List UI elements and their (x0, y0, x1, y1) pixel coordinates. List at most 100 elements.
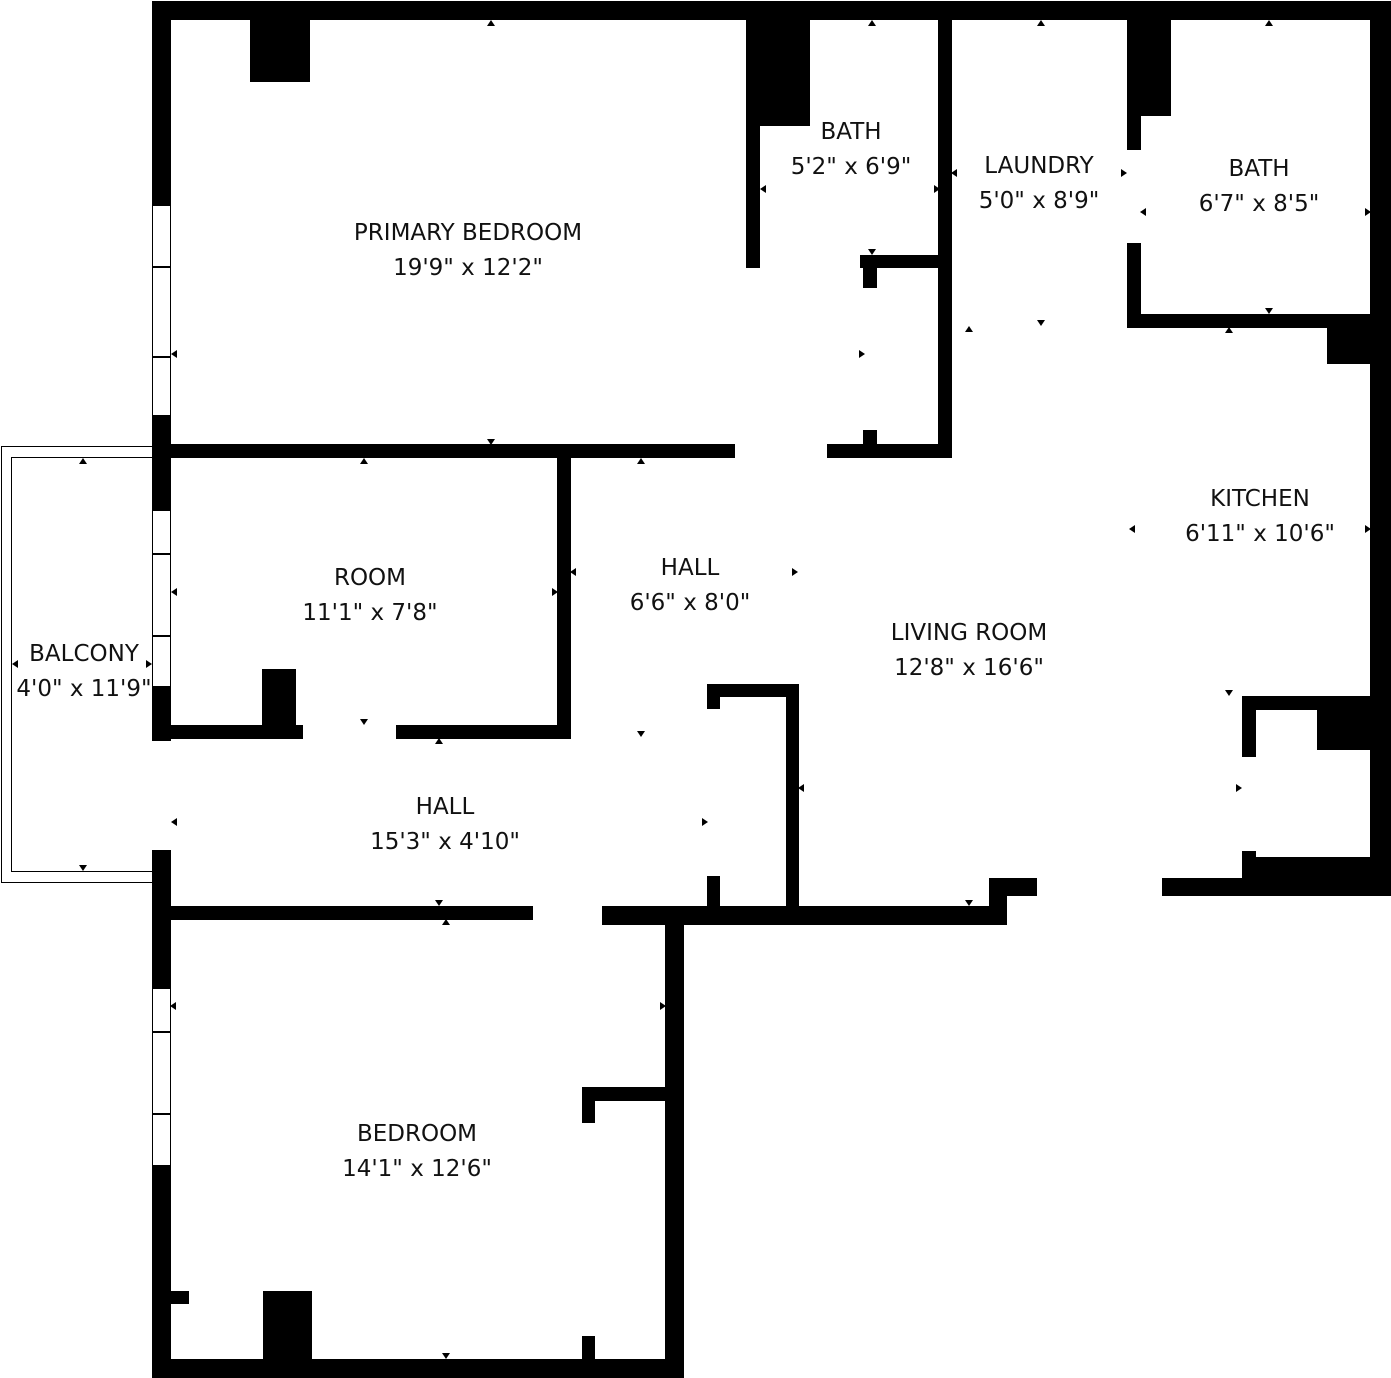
marker-icon (487, 439, 495, 445)
room-dimensions: 6'6" x 8'0" (629, 590, 751, 616)
room-label-living-room: LIVING ROOM 12'8" x 16'6" (891, 616, 1048, 686)
marker-icon (1365, 525, 1371, 533)
marker-icon (1236, 784, 1242, 792)
window-room-1 (152, 510, 171, 554)
room-dimensions: 12'8" x 16'6" (894, 655, 1044, 681)
marker-icon (965, 900, 973, 906)
window-bedroom-1 (152, 988, 171, 1032)
wall-primary-bedroom-bottom (152, 444, 952, 458)
room-label-laundry: LAUNDRY 5'0" x 8'9" (979, 149, 1100, 219)
marker-icon (1225, 690, 1233, 696)
marker-icon (12, 660, 18, 668)
room-wall-right (557, 456, 571, 739)
marker-icon (1037, 20, 1045, 26)
marker-icon (1265, 308, 1273, 314)
room-name: HALL (415, 794, 475, 820)
window-room-2 (152, 554, 171, 636)
marker-icon (702, 818, 708, 826)
window-bedroom-2 (152, 1032, 171, 1114)
room-name: BALCONY (29, 641, 139, 667)
door-bath1 (760, 255, 860, 268)
door-room (303, 725, 396, 739)
marker-icon (951, 169, 957, 177)
door-pantry (1242, 757, 1256, 851)
bath2-wall-bottom (1127, 314, 1391, 328)
marker-icon (1140, 208, 1146, 216)
room-label-balcony: BALCONY 4'0" x 11'9" (16, 637, 151, 707)
marker-icon (1037, 320, 1045, 326)
window-primary-bedroom-3 (152, 357, 171, 416)
room-name: LAUNDRY (984, 153, 1094, 179)
marker-icon (859, 350, 865, 358)
marker-icon (1129, 525, 1135, 533)
bedroom-cabinet-opening (189, 1291, 263, 1304)
door-hall-closet (707, 709, 720, 876)
bath1-wall-left (746, 18, 760, 267)
marker-icon (552, 588, 558, 596)
room-name: LIVING ROOM (890, 620, 1048, 646)
marker-icon (79, 865, 87, 871)
marker-icon (934, 185, 940, 193)
room-label-kitchen: KITCHEN 6'11" x 10'6" (1185, 482, 1335, 552)
marker-icon (442, 919, 450, 925)
room-dimensions: 19'9" x 12'2" (393, 255, 543, 281)
room-label-bedroom: BEDROOM 14'1" x 12'6" (342, 1117, 492, 1187)
bedroom-closet-top (582, 1087, 684, 1101)
marker-icon (965, 326, 973, 332)
wall-right-bedroom (665, 906, 684, 1378)
room-name: BEDROOM (356, 1121, 478, 1147)
room-label-room: ROOM 11'1" x 7'8" (302, 561, 437, 631)
room-name: ROOM (333, 565, 407, 591)
marker-icon (1121, 169, 1127, 177)
window-room-3 (152, 636, 171, 687)
marker-icon (360, 458, 368, 464)
wall-top (152, 1, 1391, 20)
marker-icon (171, 588, 177, 596)
room-label-hall-1: HALL 6'6" x 8'0" (630, 551, 751, 621)
room-name: BATH (1228, 156, 1290, 182)
room-dimensions: 6'7" x 8'5" (1198, 191, 1320, 217)
room-label-hall-2: HALL 15'3" x 4'10" (370, 790, 520, 860)
door-bedroom-closet (582, 1123, 595, 1336)
room-column (262, 669, 296, 739)
marker-icon (792, 568, 798, 576)
room-dimensions: 4'0" x 11'9" (16, 676, 152, 702)
wall-bottom-bedroom (152, 1359, 683, 1378)
room-name: BATH (820, 119, 882, 145)
marker-icon (171, 818, 177, 826)
window-primary-bedroom-2 (152, 267, 171, 357)
marker-icon (760, 185, 766, 193)
marker-icon (570, 568, 576, 576)
pantry-bottom (1242, 857, 1391, 896)
column-primary-bedroom (250, 18, 310, 82)
wall-right-upper (1370, 1, 1391, 896)
window-bedroom-3 (152, 1114, 171, 1166)
marker-icon (1225, 327, 1233, 333)
marker-icon (1365, 208, 1371, 216)
living-wall-bottom (602, 906, 1007, 925)
marker-icon (170, 1002, 176, 1010)
marker-icon (798, 784, 804, 792)
room-name: HALL (660, 555, 720, 581)
marker-icon (360, 719, 368, 725)
marker-icon (435, 900, 443, 906)
marker-icon (435, 738, 443, 744)
marker-icon (442, 1353, 450, 1359)
marker-icon (79, 458, 87, 464)
marker-icon (171, 350, 177, 358)
door-closet-primary (863, 288, 877, 430)
room-dimensions: 14'1" x 12'6" (342, 1156, 492, 1182)
window-primary-bedroom-1 (152, 205, 171, 267)
marker-icon (637, 458, 645, 464)
room-name: PRIMARY BEDROOM (353, 220, 583, 246)
marker-icon (487, 20, 495, 26)
balcony-inner-outline (11, 457, 153, 872)
room-dimensions: 11'1" x 7'8" (302, 600, 438, 626)
hall-closet-right (786, 684, 799, 910)
pantry-column (1317, 696, 1391, 750)
bath1-wall-right (938, 18, 952, 458)
door-entry (1037, 878, 1162, 896)
room-dimensions: 6'11" x 10'6" (1185, 521, 1335, 547)
marker-icon (1265, 20, 1273, 26)
